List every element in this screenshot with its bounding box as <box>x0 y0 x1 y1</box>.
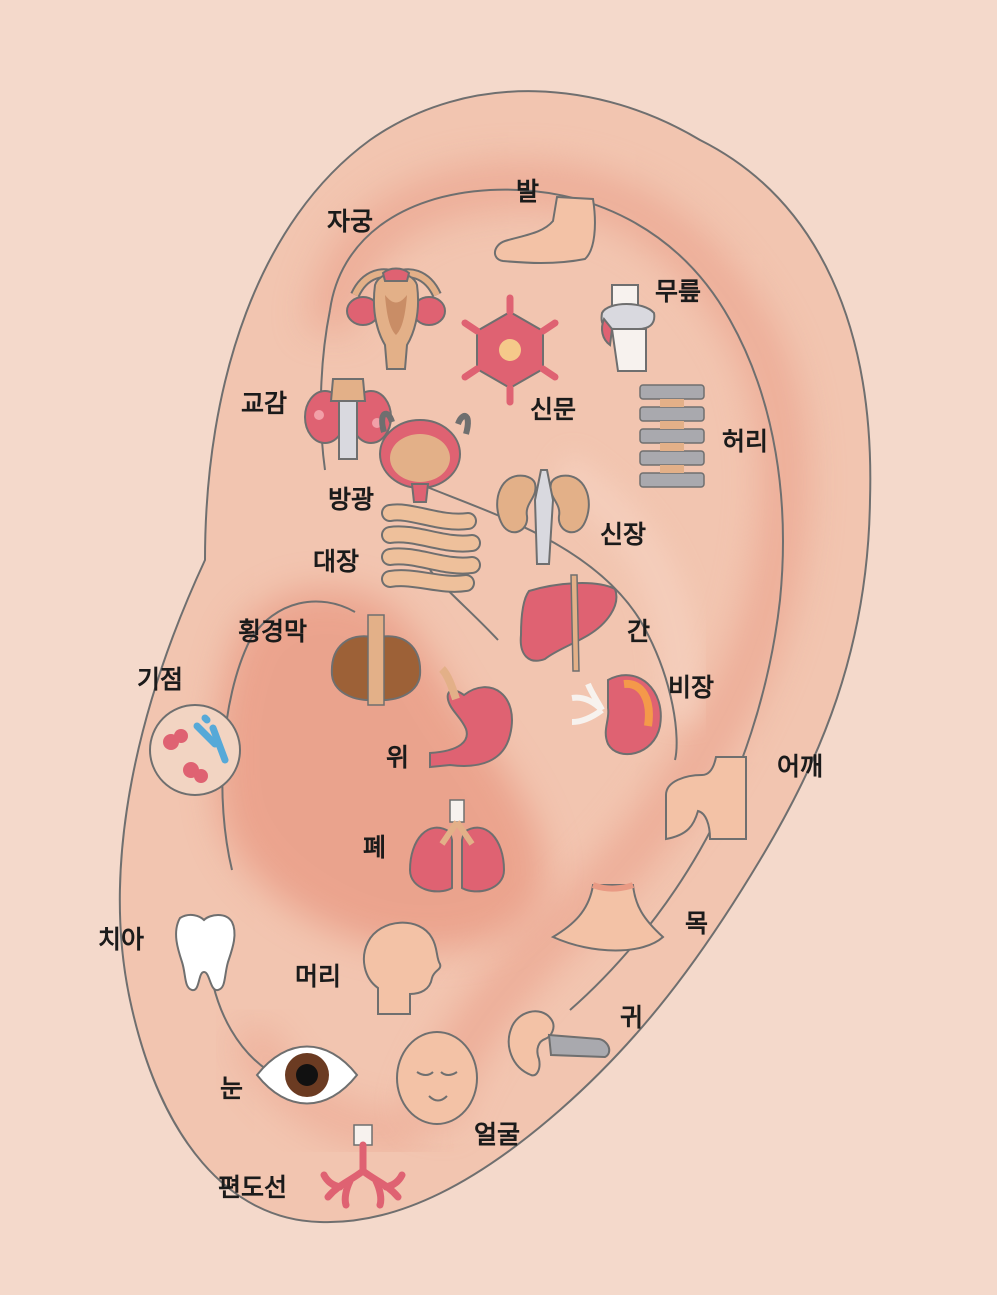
label-pye: 폐 <box>363 833 386 862</box>
label-chia: 치아 <box>98 925 144 954</box>
neuron-icon <box>461 294 559 406</box>
label-pyeondoseon: 편도선 <box>218 1173 287 1202</box>
label-eolgul: 얼굴 <box>474 1120 520 1149</box>
spine-icon <box>639 384 705 488</box>
label-gyogam: 교감 <box>241 389 287 418</box>
ear-shape <box>118 90 872 1224</box>
foot-icon <box>494 195 596 264</box>
label-bal: 발 <box>516 177 539 206</box>
label-sinjang: 신장 <box>600 520 646 549</box>
tonsil-icon <box>320 1124 406 1209</box>
label-mok: 목 <box>685 909 708 938</box>
germ-icon <box>149 704 241 796</box>
liver-icon <box>519 574 618 672</box>
spleen-icon <box>571 674 662 756</box>
label-gan: 간 <box>627 617 650 646</box>
uterus-icon <box>346 267 446 370</box>
label-eokkae: 어깨 <box>777 752 823 781</box>
label-daejang: 대장 <box>313 547 359 576</box>
label-wi: 위 <box>386 743 409 772</box>
label-sinmun: 신문 <box>530 395 576 424</box>
label-bijang: 비장 <box>668 673 714 702</box>
kidney-icon <box>496 469 590 565</box>
neck-icon <box>550 882 665 952</box>
stomach-icon <box>429 666 513 769</box>
head-icon <box>362 921 442 1015</box>
intestine-icon <box>381 503 481 593</box>
knee-icon <box>600 284 656 372</box>
label-gijeom: 기점 <box>137 665 183 694</box>
label-banggwang: 방광 <box>328 485 374 514</box>
ear-icon <box>507 1010 611 1077</box>
tooth-icon <box>175 913 236 992</box>
label-mureup: 무릎 <box>655 277 701 306</box>
eye-icon <box>255 1045 359 1105</box>
label-gwi: 귀 <box>620 1003 643 1032</box>
label-nun: 눈 <box>220 1074 243 1103</box>
label-heori: 허리 <box>722 427 768 456</box>
label-meori: 머리 <box>295 962 341 991</box>
lung-icon <box>408 799 506 893</box>
bladder-icon <box>379 410 471 503</box>
shoulder-icon <box>665 756 747 841</box>
face-icon <box>396 1031 478 1125</box>
labels: 발 자궁 무릎 교감 신문 허리 방광 신장 대장 간 횡경막 비장 기점 위 … <box>98 177 823 1202</box>
label-jagung: 자궁 <box>327 207 373 236</box>
label-hoenggyeongmak: 횡경막 <box>238 617 307 646</box>
diaphragm-icon <box>330 614 422 706</box>
